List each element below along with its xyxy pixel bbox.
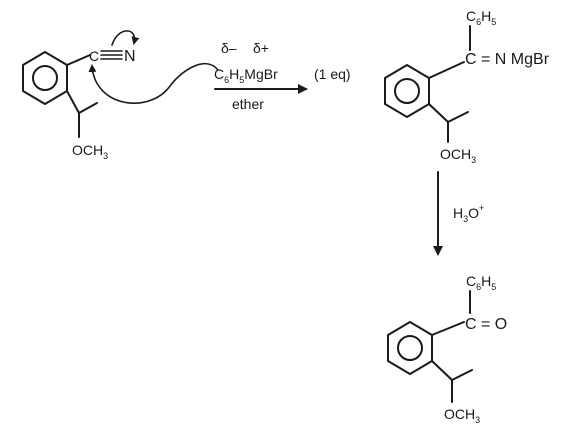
- ketone-group: C = O: [465, 316, 507, 333]
- product-molecule: C6H5 C = O OCH3: [387, 273, 507, 425]
- intermediate-molecule: C6H5 C = N MgBr OCH3: [384, 8, 550, 165]
- grignard-reagent: δ– δ+ C6H5MgBr (1 eq): [214, 40, 351, 85]
- methoxy-label: OCH3: [72, 142, 108, 161]
- aromatic-circle: [397, 335, 423, 361]
- ring-to-nitrile-bond: [66, 54, 91, 66]
- equivalents-label: (1 eq): [314, 66, 351, 82]
- electron-arrow-nucleophile-attack: [88, 63, 219, 104]
- ring-to-ch-bond: [431, 360, 453, 381]
- aromatic-circle: [32, 65, 58, 91]
- ring-to-ch-bond: [428, 103, 449, 123]
- solvent-label: ether: [232, 96, 264, 112]
- methoxy-label: OCH3: [444, 406, 480, 425]
- ring-to-ch-bond: [66, 90, 80, 114]
- nitrile-nitrogen: N: [124, 48, 136, 65]
- phenyl-substituent: C6H5: [466, 273, 496, 292]
- benzene-ring: [22, 51, 68, 105]
- reactant-molecule: C N OCH3: [22, 48, 136, 161]
- benzene-ring: [384, 64, 430, 118]
- methoxy-label: OCH3: [440, 146, 476, 165]
- benzene-ring: [387, 321, 433, 375]
- ring-to-imine-bond: [428, 61, 465, 79]
- methyl-bond: [451, 369, 473, 381]
- imine-group: C = N MgBr: [465, 51, 550, 68]
- electron-arrow-cn-to-n: [111, 30, 140, 46]
- hydronium-label: H3O+: [453, 203, 484, 224]
- aromatic-circle: [394, 78, 420, 104]
- ring-to-ketone-bond: [431, 321, 465, 336]
- nitrile-carbon: C: [89, 48, 99, 64]
- phenyl-substituent: C6H5: [466, 8, 496, 27]
- triple-bond: [100, 50, 123, 60]
- methyl-bond: [447, 111, 469, 123]
- methyl-bond: [78, 102, 98, 114]
- grignard-formula: C6H5MgBr: [214, 66, 278, 85]
- delta-minus-label: δ–: [221, 40, 237, 56]
- delta-plus-label: δ+: [253, 40, 269, 56]
